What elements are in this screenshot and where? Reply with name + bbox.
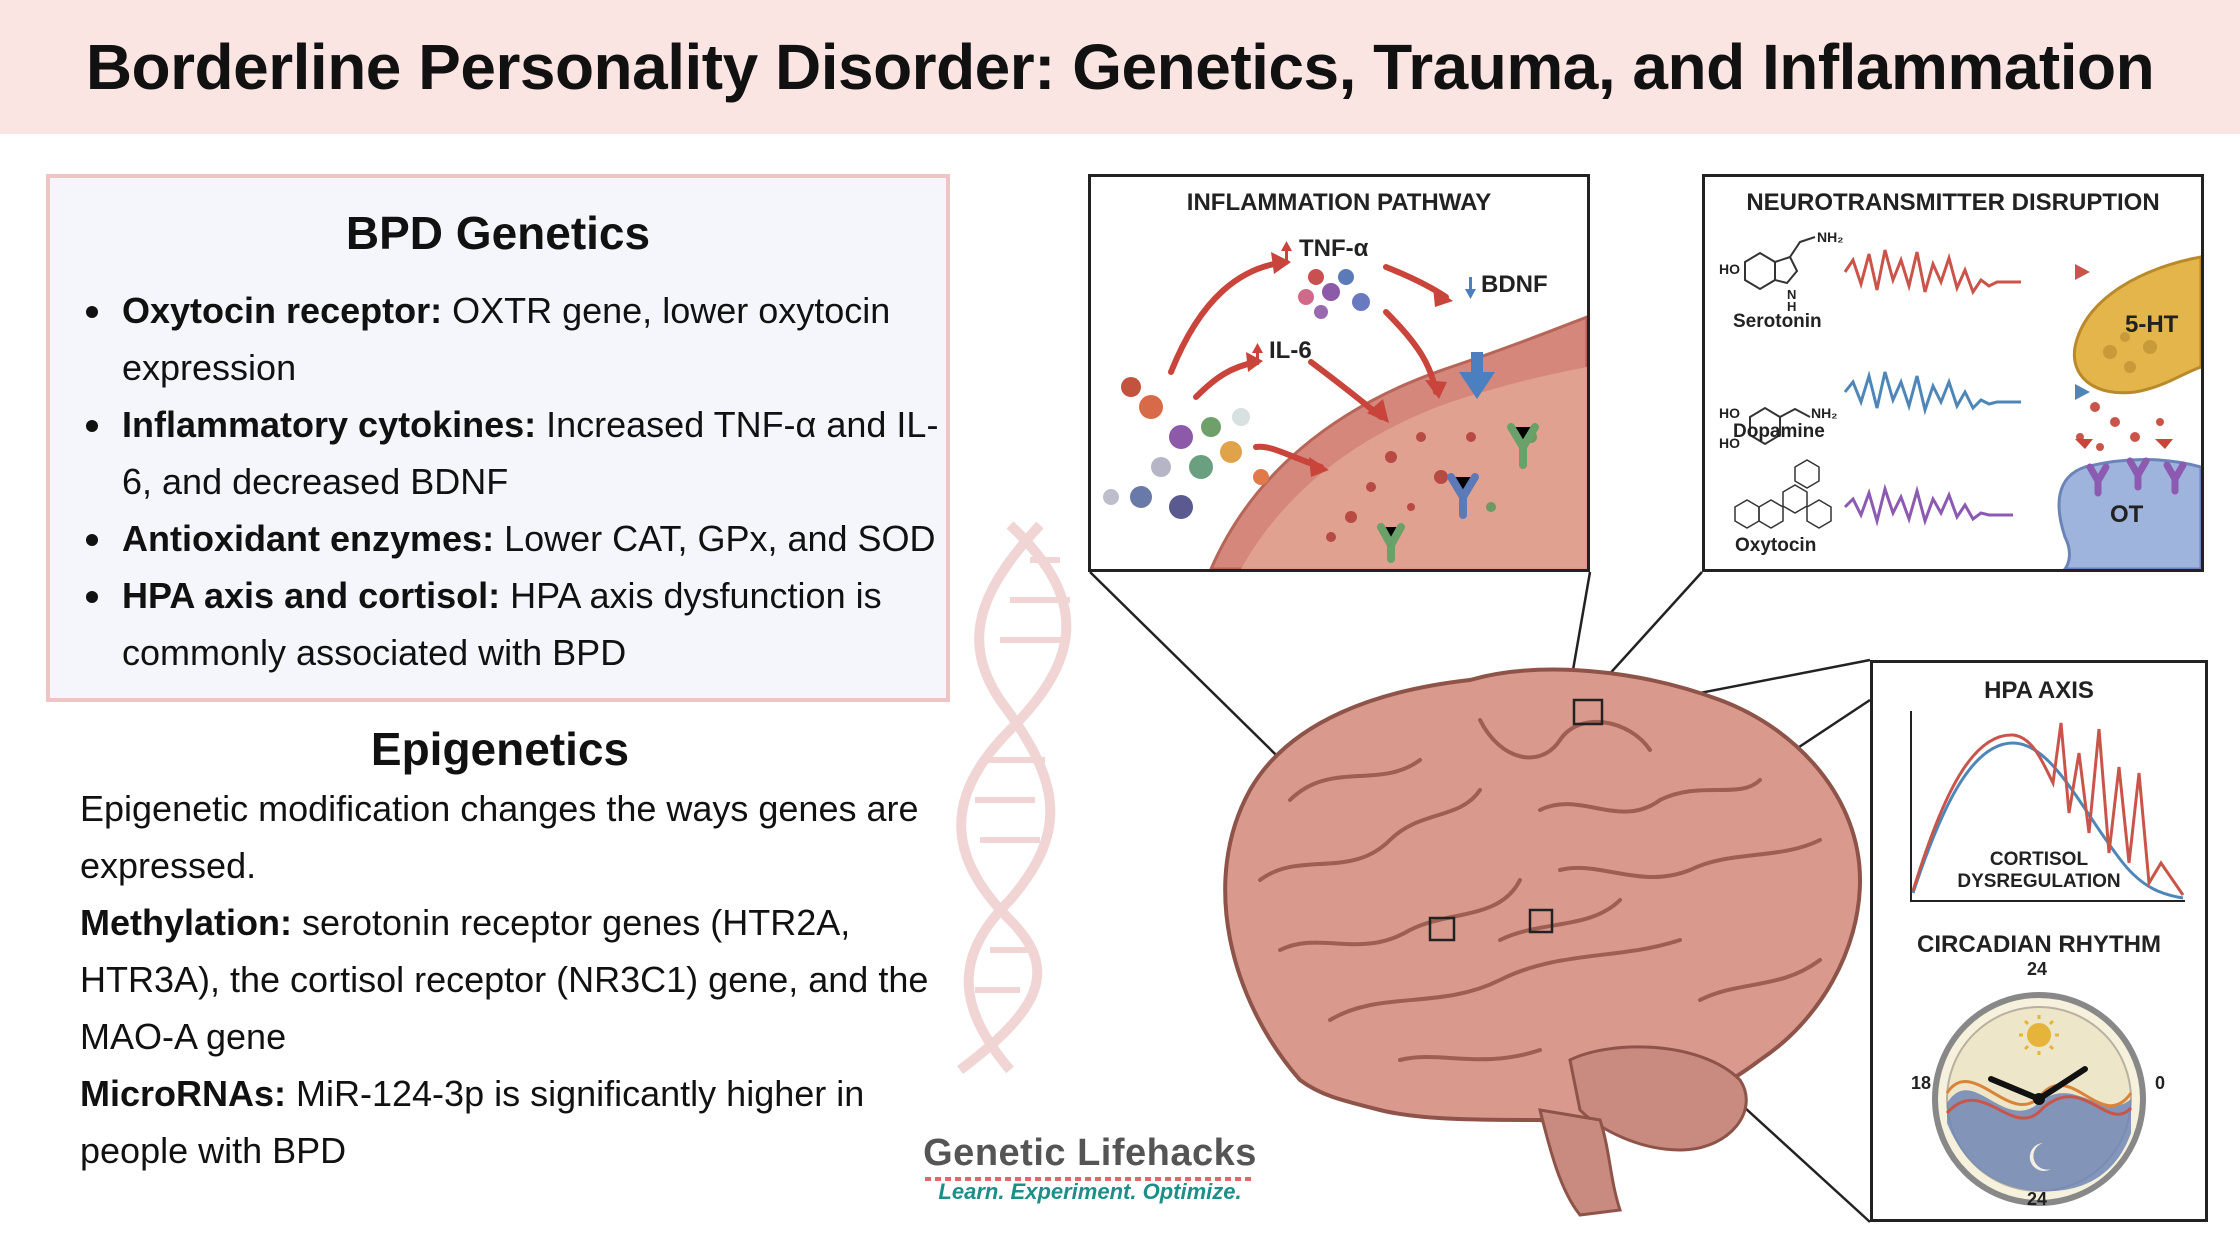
epigenetics-heading: Epigenetics: [370, 723, 630, 775]
ht-label: 5-HT: [2125, 311, 2179, 338]
hpa-circadian-panel: HPA AXIS CORTISOL DYSREGULATION CIRCADIA…: [1870, 660, 2208, 1222]
genetics-item-cytokines: Inflammatory cytokines: Increased TNF-α …: [86, 396, 946, 510]
clock-right-label: 0: [2155, 1073, 2166, 1093]
ho-label-3: HO: [1719, 435, 1740, 451]
ot-label: OT: [2110, 501, 2144, 528]
hpa-curve-chart: [1910, 711, 2185, 1206]
genetics-term: Inflammatory cytokines:: [122, 404, 537, 445]
genetics-term: Antioxidant enzymes:: [122, 518, 495, 559]
genetics-text: Increased TNF-α and IL-6, and decreased …: [122, 404, 939, 502]
epigenetics-intro: Epigenetic modification changes the ways…: [80, 788, 919, 886]
genetics-text: HPA axis dysfunction is commonly associa…: [122, 575, 882, 673]
neurotransmitter-panel: NEUROTRANSMITTER DISRUPTION: [1702, 174, 2204, 572]
genetics-heading: BPD Genetics: [345, 207, 651, 259]
epigenetics-section: Epigenetics Epigenetic modification chan…: [80, 722, 960, 1179]
neurotransmitter-title: NEUROTRANSMITTER DISRUPTION: [1746, 189, 2160, 216]
dopamine-label: Dopamine: [1733, 421, 1825, 442]
genetics-text: Lower CAT, GPx, and SOD: [494, 518, 936, 559]
page-title: Borderline Personality Disorder: Genetic…: [85, 31, 2155, 103]
il6-label: IL-6: [1269, 337, 1312, 364]
genetics-list: Oxytocin receptor: OXTR gene, lower oxyt…: [50, 282, 946, 681]
hpa-title: HPA AXIS: [1984, 677, 2094, 704]
brand-tagline: Learn. Experiment. Optimize.: [938, 1179, 1242, 1204]
tnf-label: TNF-α: [1299, 235, 1369, 262]
genetics-item-oxytocin: Oxytocin receptor: OXTR gene, lower oxyt…: [86, 282, 946, 396]
cortisol-label-1: CORTISOL: [1989, 849, 2089, 870]
n-label: N: [1787, 287, 1797, 302]
bpd-genetics-box: BPD Genetics Oxytocin receptor: OXTR gen…: [46, 174, 950, 702]
inflammation-illustration: [1103, 241, 1587, 569]
nh2-label-1: NH₂: [1817, 229, 1844, 245]
neurotransmitter-illustration: [1734, 236, 2201, 569]
serotonin-label: Serotonin: [1733, 311, 1822, 332]
clock-top-label: 24: [2027, 959, 2048, 979]
title-banner: Borderline Personality Disorder: Genetic…: [0, 0, 2240, 134]
cortisol-label-2: DYSREGULATION: [1957, 871, 2121, 892]
genetics-term: Oxytocin receptor:: [122, 290, 443, 331]
genetics-item-hpa: HPA axis and cortisol: HPA axis dysfunct…: [86, 567, 946, 681]
methylation-text: serotonin receptor genes (HTR2A, HTR3A),…: [80, 902, 929, 1057]
brand-divider: [925, 1177, 1255, 1181]
dna-helix-icon: [956, 521, 1072, 1074]
ho-label-1: HO: [1719, 261, 1740, 277]
microrna-term: MicroRNAs:: [80, 1073, 287, 1114]
inflammation-panel: INFLAMMATION PATHWAY: [1088, 174, 1590, 572]
bdnf-label: BDNF: [1481, 271, 1548, 298]
nh2-label-2: NH₂: [1811, 405, 1838, 421]
inflammation-title: INFLAMMATION PATHWAY: [1186, 189, 1492, 216]
ho-label-2: HO: [1719, 405, 1740, 421]
circadian-title: CIRCADIAN RHYTHM: [1917, 931, 2161, 958]
microrna-text: MiR-124-3p is significantly higher in pe…: [80, 1073, 865, 1171]
brain-icon: [1223, 667, 1863, 1217]
epigenetics-methylation: Methylation: serotonin receptor genes (H…: [80, 894, 960, 1065]
genetics-item-antioxidant: Antioxidant enzymes: Lower CAT, GPx, and…: [86, 510, 946, 567]
epigenetics-micrornas: MicroRNAs: MiR-124-3p is significantly h…: [80, 1065, 960, 1179]
genetics-text: OXTR gene, lower oxytocin expression: [122, 290, 891, 388]
clock-bottom-label: 24: [2027, 1189, 2048, 1209]
methylation-term: Methylation:: [80, 902, 292, 943]
h-label: H: [1787, 299, 1797, 314]
oxytocin-label: Oxytocin: [1735, 535, 1817, 556]
genetics-term: HPA axis and cortisol:: [122, 575, 501, 616]
clock-left-label: 18: [1911, 1073, 1932, 1093]
brand-name: Genetic Lifehacks: [923, 1132, 1257, 1174]
brand-logo: Genetic Lifehacks Learn. Experiment. Opt…: [900, 1132, 1280, 1205]
